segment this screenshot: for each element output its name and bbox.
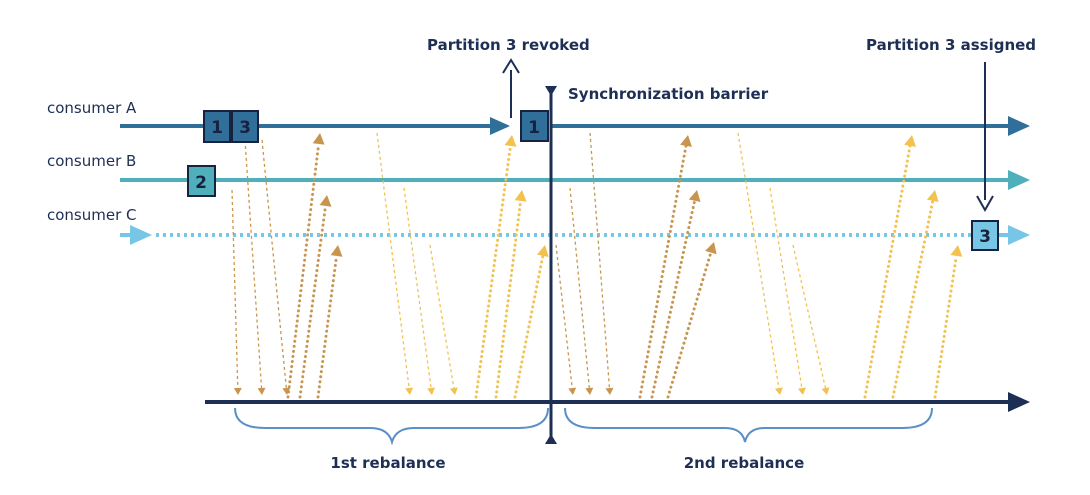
message-arrow-request-12 (589, 132, 611, 389)
message-arrow-request-8 (429, 244, 455, 389)
synchronization-barrier-label: Synchronization barrier (568, 85, 769, 103)
svg-text:2: 2 (195, 173, 207, 193)
consumer-b-arrowhead (1008, 170, 1030, 190)
partition-box-a3: 3 (231, 110, 259, 143)
message-arrows (231, 132, 963, 399)
consumer-a-arrowhead (1008, 116, 1030, 136)
message-arrowhead-9 (504, 135, 517, 147)
message-arrow-response-3 (286, 142, 321, 399)
message-arrow-response-4 (298, 204, 328, 399)
message-arrow-request-2 (261, 139, 287, 389)
svg-text:1: 1 (528, 118, 540, 138)
message-arrow-request-13 (569, 187, 590, 389)
message-arrowhead-6 (405, 387, 414, 395)
first-rebalance-label: 1st rebalance (330, 454, 445, 472)
message-arrowhead-8 (449, 387, 458, 395)
message-arrow-response-21 (863, 144, 912, 399)
message-arrow-response-17 (666, 251, 713, 399)
message-arrow-response-5 (316, 254, 339, 399)
consumer-a-arrowhead-mid (490, 117, 510, 135)
message-arrowhead-20 (821, 387, 830, 395)
message-arrow-response-15 (638, 144, 688, 399)
consumer-c-label: consumer C (47, 206, 137, 224)
second-rebalance-label: 2nd rebalance (684, 454, 805, 472)
message-arrowhead-4 (319, 195, 332, 207)
first-rebalance-brace (234, 407, 549, 446)
message-arrow-request-18 (737, 132, 780, 389)
message-arrow-request-7 (403, 187, 432, 389)
message-arrowhead-14 (568, 387, 577, 395)
assigned-arrow-head (976, 195, 994, 213)
message-arrow-response-10 (494, 199, 523, 399)
message-arrowhead-2 (282, 387, 291, 395)
message-arrowhead-23 (950, 245, 963, 257)
revoked-arrow-head (502, 58, 520, 74)
second-rebalance-brace (564, 407, 933, 443)
partition-box-a1-after: 1 (520, 110, 549, 142)
consumer-b-label: consumer B (47, 152, 136, 170)
message-arrow-request-14 (555, 244, 573, 389)
partition-revoked-label: Partition 3 revoked (427, 36, 590, 54)
message-arrowhead-22 (926, 190, 939, 202)
partition-box-b2: 2 (187, 165, 216, 197)
message-arrowhead-15 (680, 135, 692, 147)
message-arrowhead-17 (705, 242, 717, 255)
message-arrowhead-7 (427, 387, 436, 395)
svg-text:3: 3 (979, 227, 991, 247)
message-arrowhead-11 (536, 245, 549, 257)
consumer-c-arrowhead (1008, 225, 1030, 245)
message-arrow-response-22 (891, 199, 935, 399)
partition-assigned-label: Partition 3 assigned (866, 36, 1036, 54)
message-arrowhead-12 (605, 387, 614, 395)
message-arrow-response-16 (650, 199, 697, 399)
synchronization-barrier-bottom (545, 434, 557, 444)
message-arrow-request-20 (792, 244, 827, 389)
message-arrowhead-0 (257, 387, 266, 395)
message-arrowhead-19 (797, 387, 806, 395)
message-arrow-request-6 (376, 132, 410, 389)
message-arrow-response-11 (513, 254, 545, 399)
synchronization-barrier-top (545, 86, 557, 96)
message-arrowhead-1 (233, 387, 242, 395)
svg-text:1: 1 (211, 118, 223, 138)
message-arrowhead-3 (312, 133, 325, 145)
partition-box-c3: 3 (971, 220, 999, 251)
message-arrowhead-18 (774, 387, 783, 395)
consumer-c-start-arrowhead (130, 225, 152, 245)
consumer-a-label: consumer A (47, 99, 137, 117)
message-arrow-request-1 (231, 189, 239, 389)
message-arrowhead-21 (904, 135, 916, 147)
message-arrowhead-5 (330, 245, 343, 257)
message-arrow-response-9 (474, 144, 513, 399)
message-arrowhead-16 (688, 190, 701, 203)
svg-text:3: 3 (239, 118, 251, 138)
message-arrowhead-13 (585, 387, 594, 395)
message-arrow-response-23 (933, 254, 958, 399)
message-arrow-request-0 (244, 139, 263, 389)
message-arrowhead-10 (514, 190, 527, 202)
message-arrow-request-19 (769, 187, 803, 389)
timeline-arrowhead (1008, 392, 1030, 412)
partition-box-a1: 1 (203, 110, 231, 143)
